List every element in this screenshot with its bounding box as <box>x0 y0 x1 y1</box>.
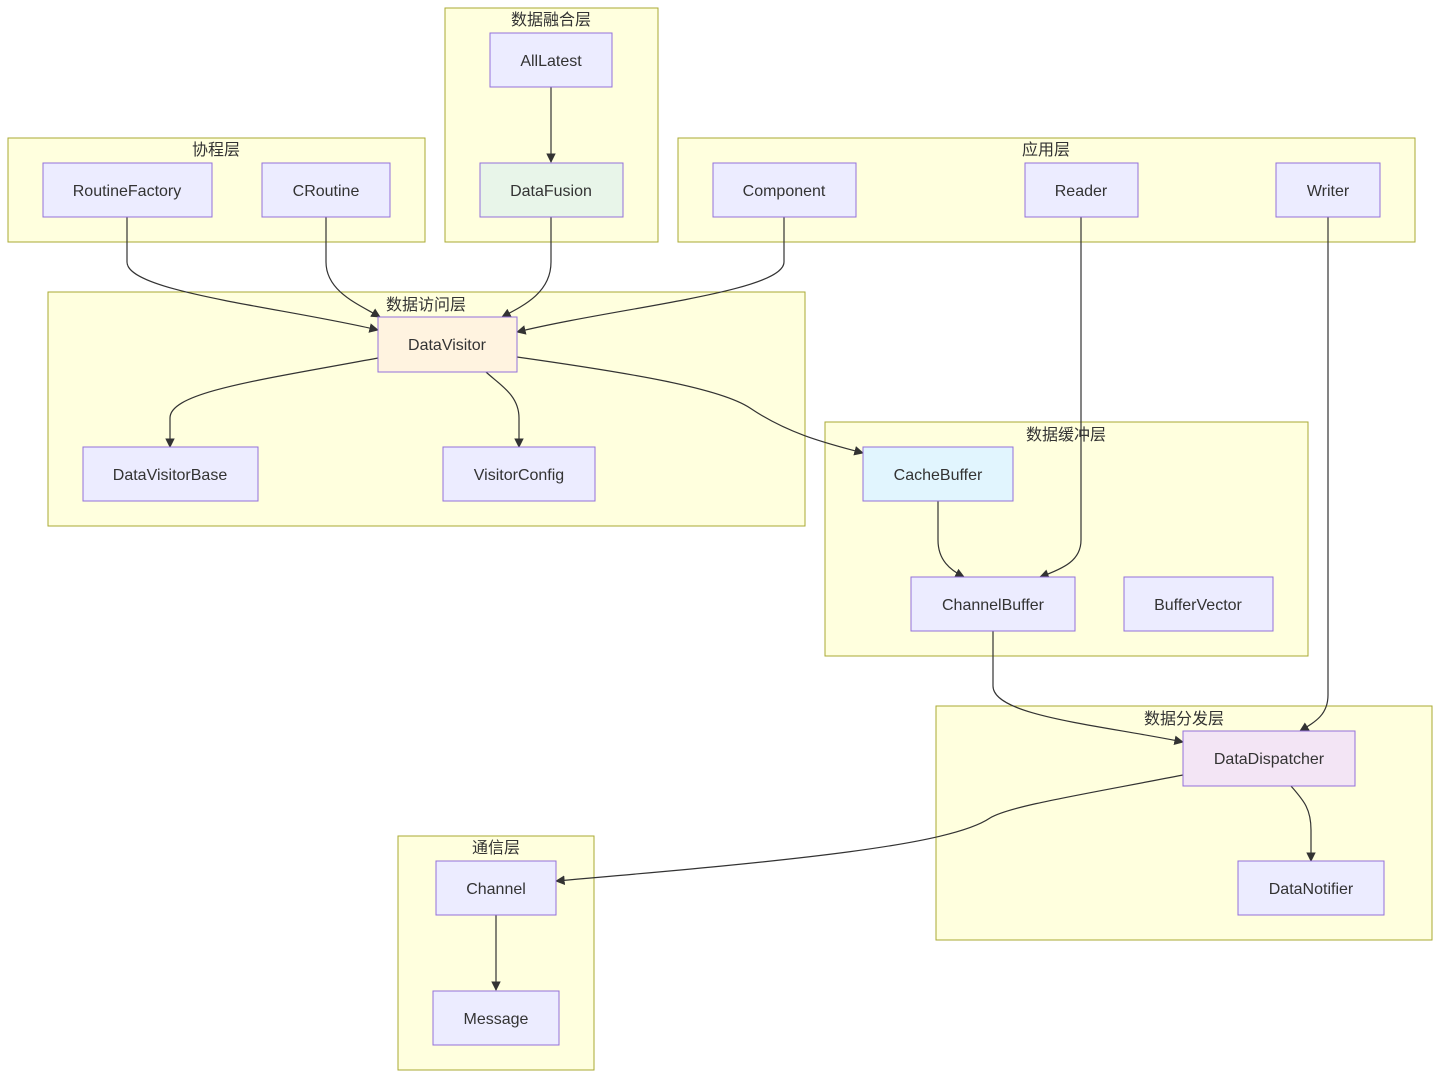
cluster-label: 应用层 <box>1022 140 1070 159</box>
node-label: BufferVector <box>1154 597 1242 614</box>
node-label: DataVisitorBase <box>113 467 228 484</box>
node-channel[interactable]: Channel <box>435 860 557 916</box>
node-datafusion[interactable]: DataFusion <box>479 162 624 218</box>
node-label: DataDispatcher <box>1214 751 1325 768</box>
edge-datadispatcher-datanotifier <box>1290 785 1316 862</box>
cluster-label: 通信层 <box>472 838 520 857</box>
node-datanotifier[interactable]: DataNotifier <box>1237 860 1385 916</box>
edge-datafusion-datavisitor <box>501 217 552 318</box>
node-label: VisitorConfig <box>474 467 564 484</box>
cluster-label: 数据融合层 <box>511 10 591 29</box>
node-reader[interactable]: Reader <box>1024 162 1139 218</box>
node-label: CRoutine <box>293 183 360 200</box>
edge-routinefactory-datavisitor <box>126 217 379 333</box>
node-routinefactory[interactable]: RoutineFactory <box>42 162 213 218</box>
node-channelbuffer[interactable]: ChannelBuffer <box>910 576 1076 632</box>
edge-datavisitor-visitorconfig <box>485 371 524 448</box>
cluster-label: 数据缓冲层 <box>1026 425 1106 444</box>
node-datadispatcher[interactable]: DataDispatcher <box>1182 730 1356 787</box>
node-label: DataFusion <box>510 183 592 200</box>
node-alllatest[interactable]: AllLatest <box>489 32 613 88</box>
node-label: CacheBuffer <box>894 467 983 484</box>
cluster-label: 数据分发层 <box>1144 709 1224 728</box>
node-label: DataVisitor <box>408 337 487 354</box>
node-label: Reader <box>1055 183 1108 200</box>
cluster-label: 协程层 <box>192 140 240 159</box>
node-label: Channel <box>466 881 526 898</box>
edge-component-datavisitor <box>516 217 785 335</box>
node-label: RoutineFactory <box>73 183 182 200</box>
node-cachebuffer[interactable]: CacheBuffer <box>862 446 1014 502</box>
edges <box>126 87 1329 991</box>
node-datavisitor[interactable]: DataVisitor <box>377 316 518 373</box>
node-label: ChannelBuffer <box>942 597 1045 614</box>
node-croutine[interactable]: CRoutine <box>261 162 391 218</box>
node-visitorconfig[interactable]: VisitorConfig <box>442 446 596 502</box>
node-buffervector[interactable]: BufferVector <box>1123 576 1274 632</box>
edge-datavisitor-cachebuffer <box>516 356 864 456</box>
edge-datavisitor-datavisitorbase <box>165 357 379 448</box>
node-datavisitorbase[interactable]: DataVisitorBase <box>82 446 259 502</box>
node-label: AllLatest <box>520 53 582 70</box>
node-label: Component <box>743 183 826 200</box>
edge-writer-datadispatcher <box>1299 217 1329 732</box>
node-label: Message <box>464 1011 529 1028</box>
node-component[interactable]: Component <box>712 162 857 218</box>
edge-datadispatcher-channel <box>555 774 1184 886</box>
edge-cachebuffer-channelbuffer <box>937 501 965 578</box>
node-label: DataNotifier <box>1269 881 1354 898</box>
edge-channelbuffer-datadispatcher <box>992 631 1184 745</box>
node-writer[interactable]: Writer <box>1275 162 1381 218</box>
node-label: Writer <box>1307 183 1350 200</box>
cluster-label: 数据访问层 <box>386 295 466 314</box>
edge-reader-channelbuffer <box>1039 217 1082 579</box>
node-message[interactable]: Message <box>432 990 560 1046</box>
edge-croutine-datavisitor <box>325 217 381 318</box>
